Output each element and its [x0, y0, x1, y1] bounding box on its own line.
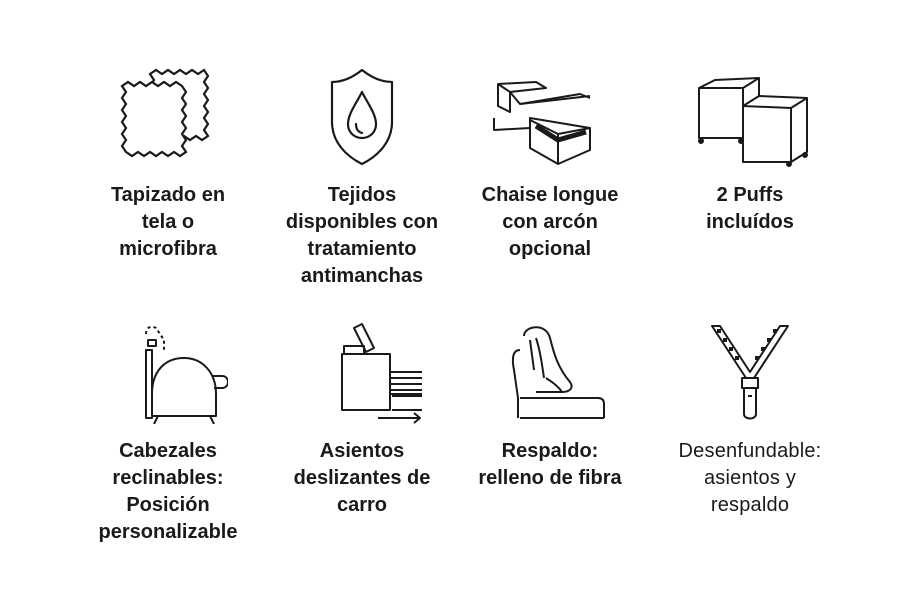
feature-poufs: 2 Puffs incluídos — [650, 68, 850, 236]
feature-label: Respaldo: relleno de fibra — [478, 440, 622, 489]
chaise-storage-icon — [490, 68, 610, 168]
feature-chaise: Chaise longue con arcón opcional — [450, 68, 650, 263]
feature-removable-covers: Desenfundable: asientos y respaldo — [650, 320, 850, 519]
shield-drop-icon — [302, 68, 422, 168]
fabric-swatch-icon — [108, 68, 228, 168]
feature-stain-resistant: Tejidos disponibles con tratamiento anti… — [262, 68, 462, 290]
feature-label: Tapizado en tela o microfibra — [110, 184, 226, 260]
feature-label: 2 Puffs incluídos — [706, 184, 794, 233]
fiber-backrest-icon — [490, 320, 610, 424]
recliner-headrest-icon — [108, 320, 228, 424]
feature-label: Cabezales reclinables: Posición personal… — [98, 440, 238, 543]
zipper-icon — [690, 320, 810, 424]
feature-sliding-seats: Asientos deslizantes de carro — [262, 320, 462, 519]
feature-label: Desenfundable: asientos y respaldo — [678, 440, 822, 516]
feature-fabric: Tapizado en tela o microfibra — [68, 68, 268, 263]
feature-label: Asientos deslizantes de carro — [293, 440, 431, 516]
feature-recliner: Cabezales reclinables: Posición personal… — [68, 320, 268, 546]
sliding-seat-icon — [302, 320, 422, 424]
feature-label: Tejidos disponibles con tratamiento anti… — [285, 184, 439, 287]
feature-label: Chaise longue con arcón opcional — [481, 184, 619, 260]
poufs-icon — [685, 68, 815, 168]
feature-backrest: Respaldo: relleno de fibra — [450, 320, 650, 492]
